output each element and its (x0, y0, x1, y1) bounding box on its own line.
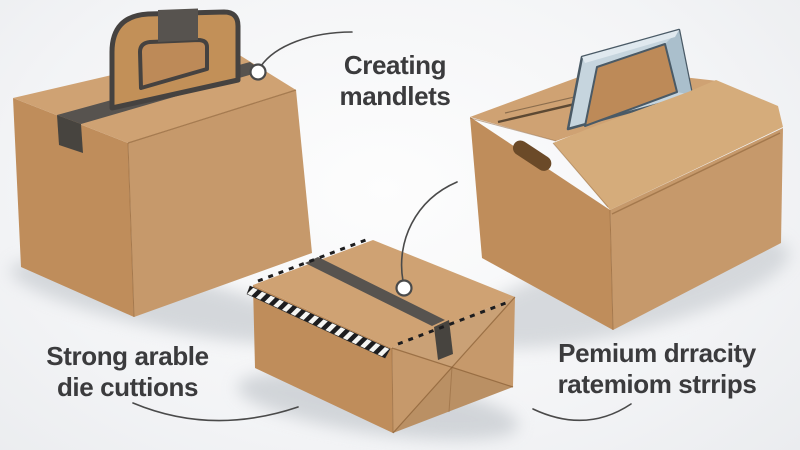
right-box-flap-shadow-line (611, 132, 781, 215)
middle-box-front-left-vertical-edge (391, 347, 394, 434)
middle-box (246, 236, 516, 434)
middle-box-tape (305, 257, 445, 326)
callout-arc-bottom-left (132, 402, 299, 422)
right-box-front-left-edge (609, 209, 614, 331)
right-box (469, 28, 783, 331)
left-box-tape-over-handle (158, 8, 198, 42)
left-box-tape-side-flap (57, 115, 83, 153)
callout-arc-top-left (260, 31, 353, 67)
callout-dot-left-box (249, 63, 267, 81)
left-box-front-face (128, 90, 312, 317)
callout-dot-middle-box (395, 279, 413, 297)
right-box-lid-left-gap (469, 117, 557, 142)
middle-box-crease-3 (448, 366, 453, 413)
left-box (13, 8, 312, 318)
label-strong-arable-die-cuttions: Strong arable die cuttions (46, 341, 209, 403)
middle-box-crease-2 (392, 296, 516, 434)
callout-arc-middle (400, 181, 458, 282)
left-box-front-top-edge (127, 89, 297, 144)
callouts (132, 31, 632, 422)
right-box-side-face (470, 117, 613, 330)
middle-box-striped-edge (246, 285, 391, 359)
middle-box-stitch-edge-front (397, 299, 512, 346)
metal-handle-right-leg-shade (665, 30, 692, 95)
right-box-flap-left-edge (552, 142, 609, 208)
right-box-metal-handle (566, 28, 694, 131)
callout-arc-bottom-right (532, 403, 632, 422)
left-box-front-left-edge (127, 142, 135, 318)
middle-box-envelope-bottom-flap (393, 367, 513, 433)
middle-box-side-face (253, 285, 393, 433)
middle-box-tape-flap (434, 320, 453, 360)
metal-handle-cutout (584, 43, 678, 127)
label-creating-mandlets: Creating mandlets (339, 50, 451, 112)
middle-box-envelope-top-flap (392, 297, 515, 367)
left-box-side-face (13, 98, 134, 317)
right-box-front-lid-flap (553, 80, 783, 210)
right-box-front-face (610, 128, 783, 330)
middle-box-stitch-edge-back (257, 236, 372, 283)
label-pemium-drracity-ratemiom-strrips: Pemium drracity ratemiom strrips (557, 338, 757, 400)
right-box-hand-hole (512, 140, 552, 171)
metal-handle-top-highlight (582, 30, 679, 63)
